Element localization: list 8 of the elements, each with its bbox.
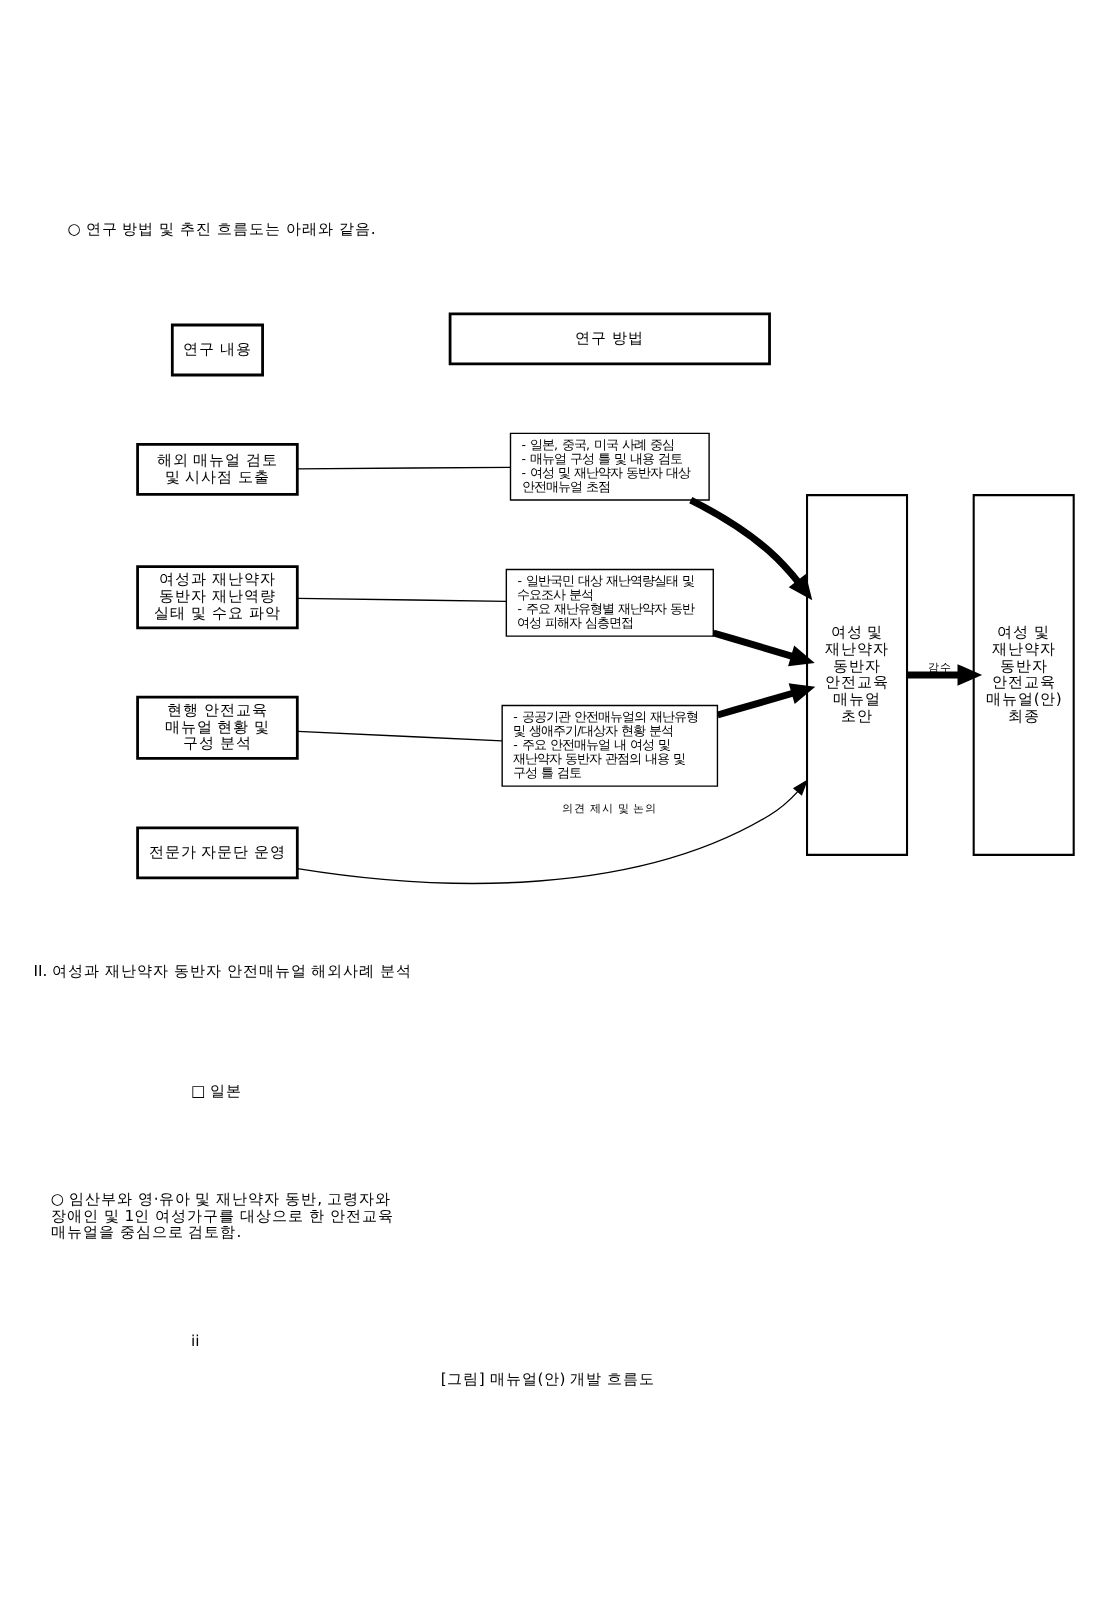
arrow bbox=[296, 779, 809, 885]
arrow bbox=[712, 629, 815, 667]
arrow bbox=[716, 683, 816, 719]
connector bbox=[296, 730, 503, 742]
arrow bbox=[689, 496, 813, 601]
connector bbox=[296, 466, 512, 470]
connector bbox=[296, 597, 507, 602]
arrow bbox=[907, 664, 983, 686]
